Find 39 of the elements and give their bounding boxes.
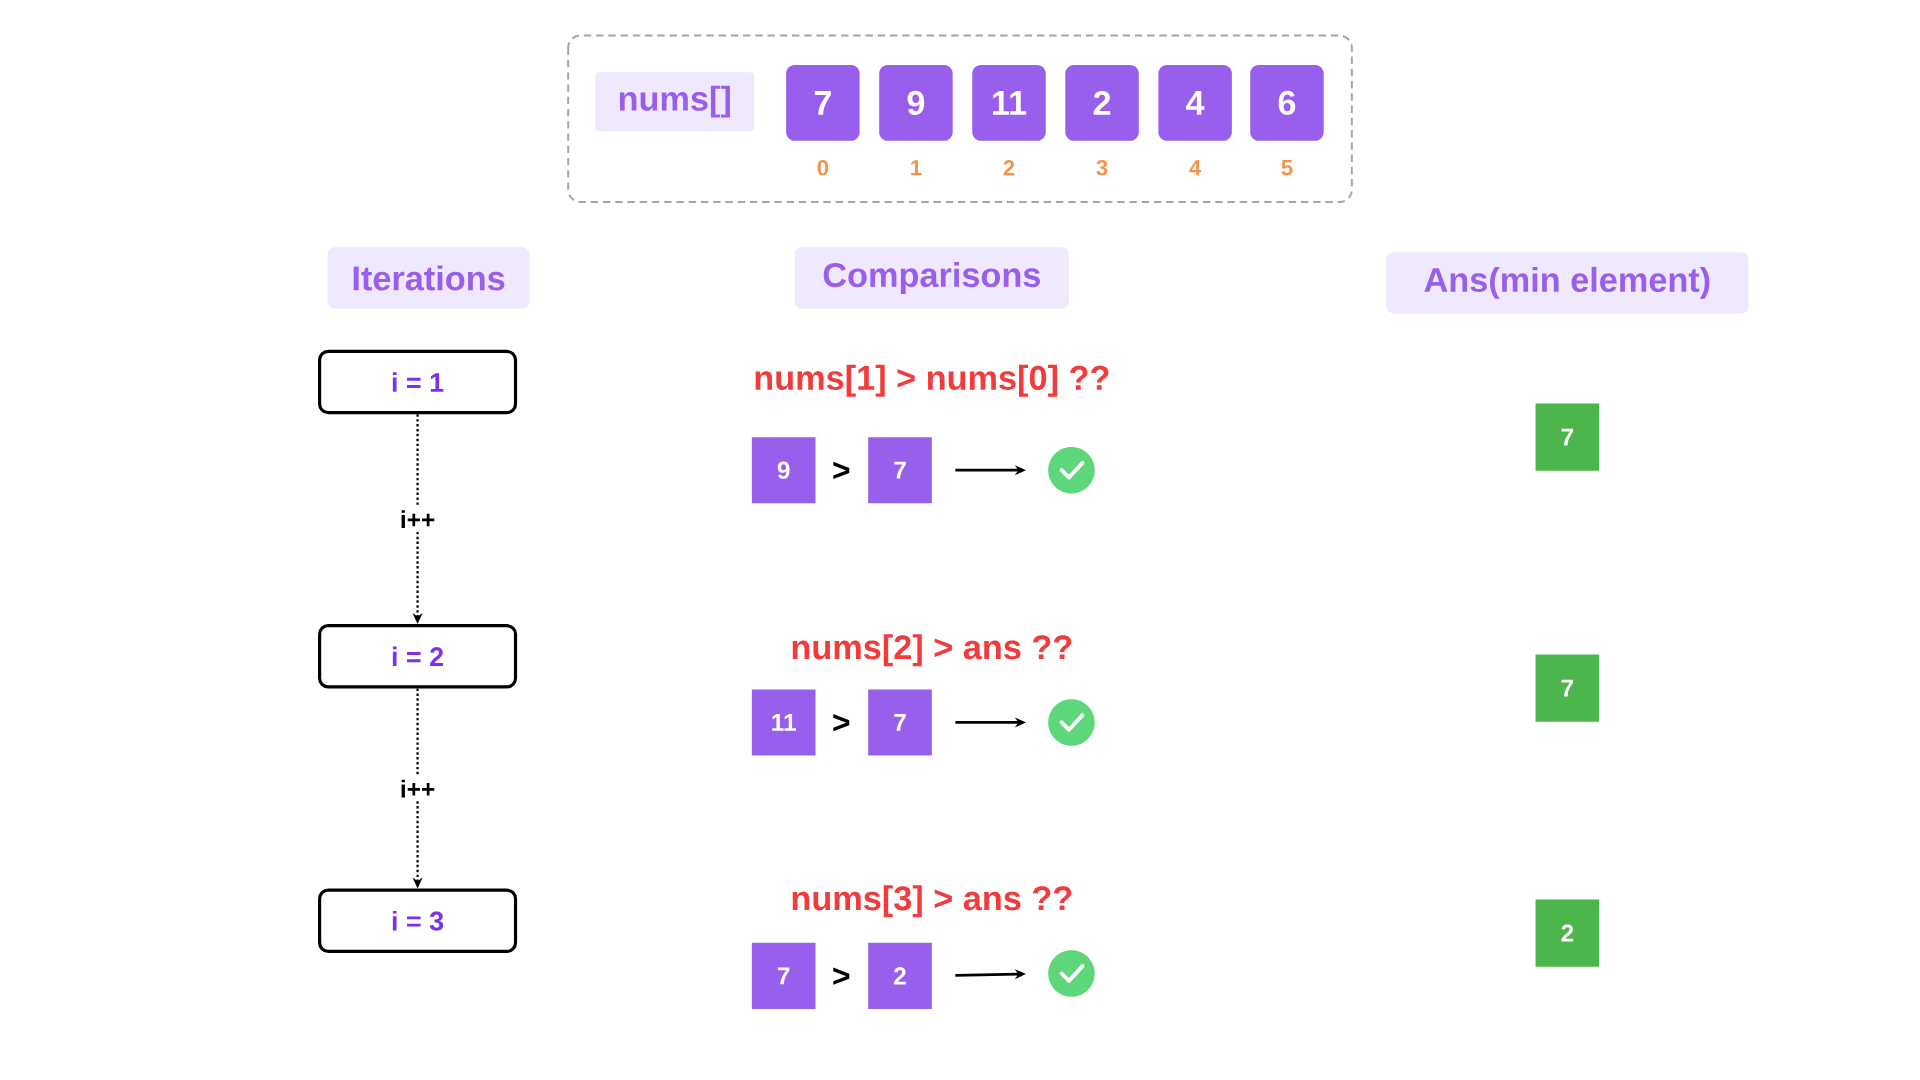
greater-than-sign: > (833, 967, 850, 985)
column-header: Comparisons (794, 247, 1069, 309)
value-cell: 9 (751, 437, 816, 504)
comparison-text: nums[1] > nums[0] ?? (755, 364, 1109, 397)
array-cell: 2 (1065, 64, 1139, 141)
check-circle (1048, 699, 1095, 746)
edge-label: i++ (396, 506, 439, 532)
index-label: 2 (1003, 160, 1015, 176)
comparison-text: nums[2] > ans ?? (792, 634, 1072, 667)
array-cell: 4 (1158, 64, 1232, 141)
array-cell: 9 (879, 64, 953, 141)
edge-label: i++ (396, 776, 439, 802)
value-cell: 7 (868, 437, 932, 504)
greater-than-sign: > (833, 714, 850, 732)
index-label: 4 (1189, 160, 1202, 176)
answer-cell: 7 (1535, 403, 1600, 471)
index-label: 0 (817, 159, 829, 176)
index-label: 3 (1096, 159, 1108, 176)
check-circle (1048, 950, 1095, 997)
answer-cell: 2 (1535, 899, 1600, 967)
value-cell: 7 (751, 942, 816, 1009)
value-cell: 11 (751, 689, 816, 756)
array-cell: 11 (972, 64, 1046, 141)
index-label: 1 (911, 160, 922, 176)
column-header: Ans(min element) (1386, 252, 1749, 314)
check-circle (1048, 446, 1095, 494)
array-cell: 6 (1250, 64, 1324, 141)
comparison-text: nums[3] > ans ?? (792, 885, 1072, 918)
answer-cell: 7 (1535, 654, 1600, 722)
value-cell: 2 (868, 942, 932, 1009)
index-label: 5 (1281, 160, 1293, 176)
value-cell: 7 (868, 689, 932, 756)
array-name-label: nums[] (595, 72, 755, 131)
column-header: Iterations (327, 247, 530, 309)
iteration-box: i = 3 (318, 888, 518, 953)
iteration-box: i = 1 (318, 349, 518, 415)
iteration-box: i = 2 (318, 624, 518, 689)
greater-than-sign: > (833, 461, 850, 480)
array-cell: 7 (786, 64, 860, 141)
